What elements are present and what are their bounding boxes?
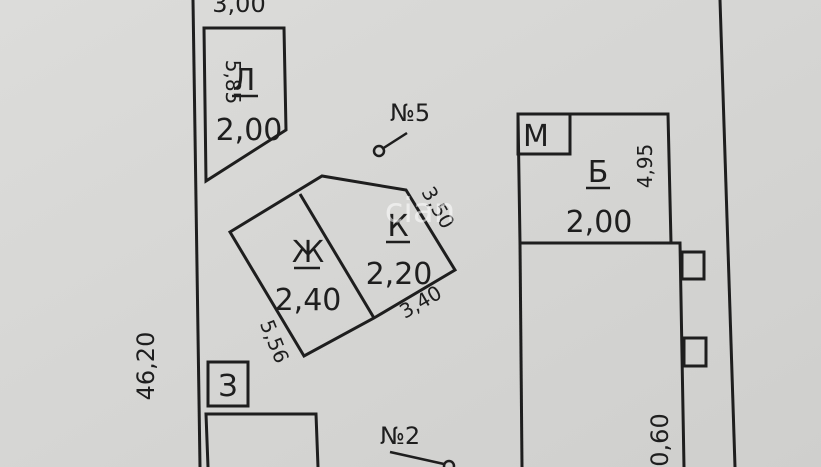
annex-lower [682,336,708,368]
building-k-letter: К [387,209,408,244]
building-m-letter: М [523,119,549,154]
building-b-letter: Б [588,155,609,190]
building-l-left-side: 5,85 [221,60,245,105]
building-m [516,112,572,156]
building-l-top-side: 3,00 [212,0,265,18]
watermark-logo: cian [385,191,456,231]
building-l-letter: Л [233,63,256,98]
building-k-area: 2,20 [366,257,433,292]
marker-no2: №2 [380,422,456,467]
annex-upper [680,250,706,281]
building-zh-area: 2,40 [275,283,342,318]
marker-no5: №5 [372,99,430,158]
building-b-right-side: 4,95 [633,144,657,189]
marker-no2-point [442,459,456,467]
plot-boundary [191,0,737,467]
marker-no5-point [372,144,386,158]
building-large-right: 0,60 [518,241,708,467]
building-l-area: 2,00 [216,113,283,148]
building-z: З [206,360,250,408]
site-length-dimension: 46,20 [132,332,160,401]
building-large-right-side: 0,60 [646,413,674,466]
marker-no5-label: №5 [390,99,430,127]
building-lower-left [204,412,320,467]
building-zh-k: Ж 2,40 5,56 К 2,20 3,50 3,40 [227,174,460,367]
building-l: Л 2,00 3,00 5,85 [202,0,288,184]
marker-no2-label: №2 [380,422,420,450]
building-z-letter: З [218,369,237,404]
building-b-area: 2,00 [566,205,633,240]
building-zh-letter: Ж [292,235,324,270]
building-z-box [206,360,250,408]
